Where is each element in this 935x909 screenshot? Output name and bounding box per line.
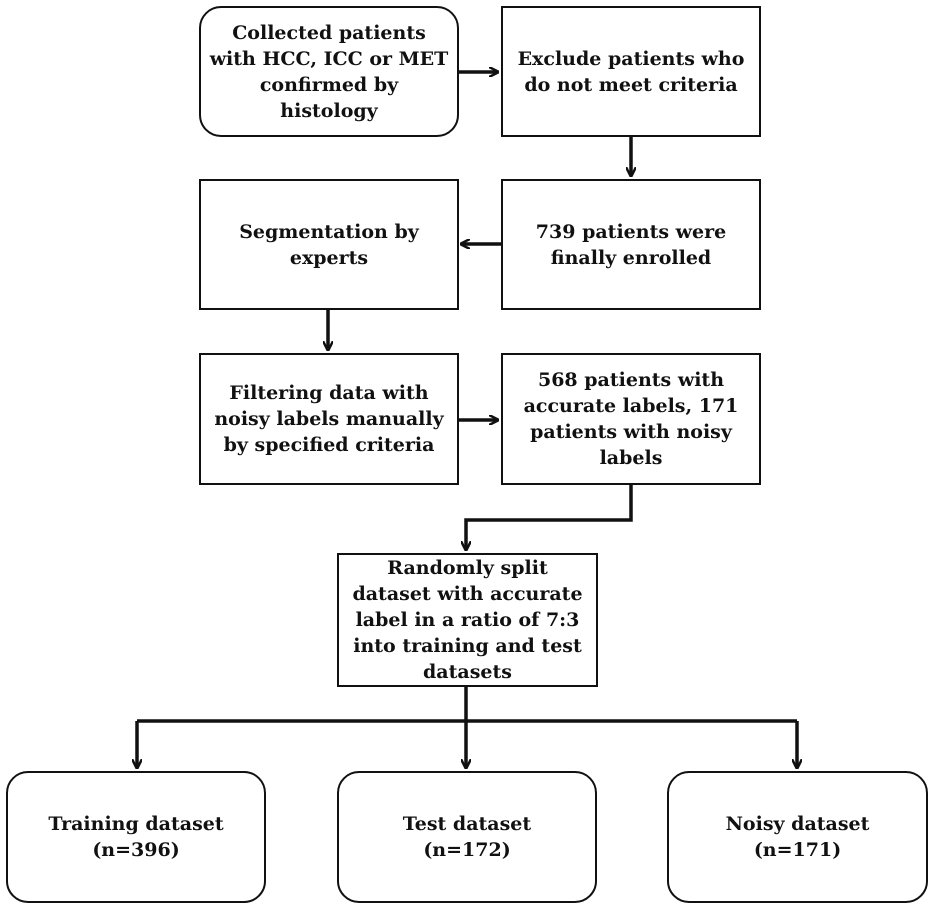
collected-patients-node: Collected patients with HCC, ICC or MET … — [199, 6, 459, 137]
exclude-patients-text: Exclude patients who do not meet criteri… — [517, 47, 745, 96]
segmentation-node: Segmentation by experts — [199, 179, 459, 310]
enrolled-patients-node: 739 patients were finally enrolled — [501, 179, 761, 310]
filtering-text: Filtering data with noisy labels manuall… — [214, 382, 444, 456]
noisy-dataset-node: Noisy dataset (n=171) — [667, 771, 928, 903]
training-dataset-count: (n=396) — [92, 839, 180, 861]
random-split-text: Randomly split dataset with accurate lab… — [352, 557, 583, 683]
collected-patients-text: Collected patients with HCC, ICC or MET … — [209, 21, 449, 122]
test-dataset-count: (n=172) — [423, 839, 511, 861]
noisy-dataset-label: Noisy dataset — [725, 813, 870, 835]
exclude-patients-node: Exclude patients who do not meet criteri… — [501, 6, 761, 137]
accurate-noisy-text: 568 patients with accurate labels, 171 p… — [523, 369, 739, 469]
segmentation-text: Segmentation by experts — [239, 220, 419, 269]
training-dataset-label: Training dataset — [48, 813, 224, 835]
test-dataset-label: Test dataset — [402, 813, 532, 835]
enrolled-patients-text: 739 patients were finally enrolled — [535, 220, 727, 269]
arrow-accurate-to-split — [466, 485, 633, 549]
accurate-noisy-node: 568 patients with accurate labels, 171 p… — [501, 353, 761, 485]
filtering-node: Filtering data with noisy labels manuall… — [199, 353, 459, 485]
training-dataset-node: Training dataset (n=396) — [6, 771, 266, 903]
noisy-dataset-count: (n=171) — [753, 839, 842, 861]
random-split-node: Randomly split dataset with accurate lab… — [337, 553, 598, 687]
test-dataset-node: Test dataset (n=172) — [337, 771, 597, 903]
